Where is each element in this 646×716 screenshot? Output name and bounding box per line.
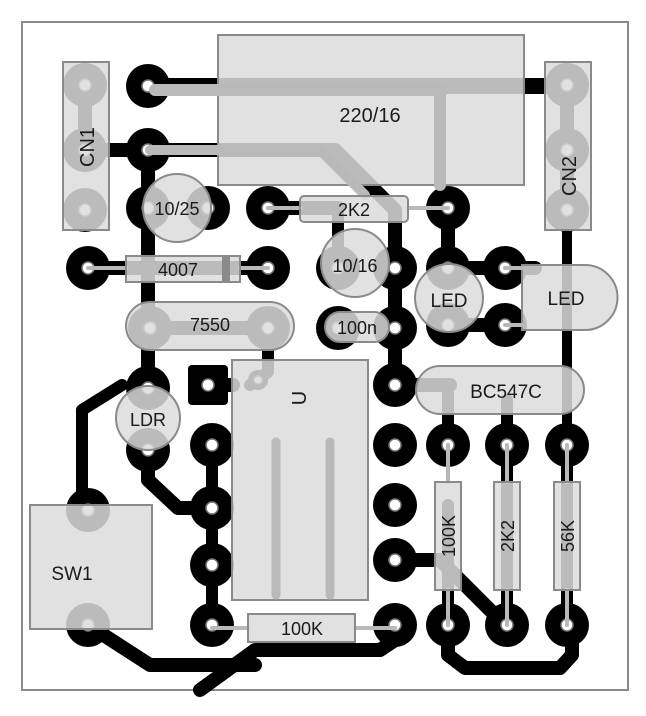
label-regulator: 7550 bbox=[190, 315, 230, 335]
cn2-body bbox=[544, 61, 592, 231]
label-res-100k-bottom: 100K bbox=[281, 619, 323, 639]
res-2k2-top-body bbox=[299, 195, 409, 223]
label-res-100k-v: 100K bbox=[439, 515, 459, 557]
led-right-leads bbox=[503, 266, 524, 327]
pad-hole bbox=[205, 558, 219, 572]
label-transistor: BC547C bbox=[470, 382, 542, 403]
label-led-right: LED bbox=[548, 289, 585, 310]
pad-hole bbox=[201, 378, 215, 392]
pad-hole bbox=[388, 321, 402, 335]
transistor-body bbox=[415, 365, 585, 415]
res-100k-bottom-body bbox=[247, 613, 356, 643]
res-100k-v-body bbox=[434, 481, 462, 591]
ldr-body bbox=[115, 385, 181, 451]
ic-body bbox=[231, 359, 369, 601]
cap-10-25-body bbox=[142, 173, 212, 243]
pad-hole bbox=[388, 261, 402, 275]
pad-hole bbox=[205, 438, 219, 452]
trace-switch-bottom bbox=[81, 618, 262, 672]
label-cap-10-16: 10/16 bbox=[332, 256, 377, 276]
led-right-body bbox=[521, 264, 619, 331]
components: 220/16 CN1 CN2 10/25 2K2 4007 10/16 LED … bbox=[29, 34, 619, 643]
pad-hole bbox=[205, 501, 219, 515]
diode-cathode-band bbox=[222, 256, 230, 282]
cap-10-16-body bbox=[320, 228, 390, 298]
res-2k2-v-body bbox=[493, 481, 521, 591]
cap-100n-body bbox=[324, 311, 390, 343]
pad-hole bbox=[388, 498, 402, 512]
pad-hole bbox=[388, 553, 402, 567]
label-cap-10-25: 10/25 bbox=[154, 199, 199, 219]
cap-220-16-lead bbox=[149, 84, 446, 191]
cap-220-16-body bbox=[217, 34, 525, 186]
diode-body bbox=[125, 255, 241, 283]
label-res-2k2-v: 2K2 bbox=[498, 520, 518, 552]
pad-hole bbox=[388, 378, 402, 392]
pad-hole bbox=[388, 438, 402, 452]
label-res-56k-v: 56K bbox=[558, 520, 578, 552]
label-cap-220-16: 220/16 bbox=[339, 105, 400, 127]
label-cn2: CN2 bbox=[559, 156, 581, 196]
label-cn1: CN1 bbox=[77, 127, 99, 167]
ic-inner-lines bbox=[271, 437, 335, 600]
switch-body bbox=[29, 504, 153, 630]
regulator-body bbox=[125, 301, 295, 351]
label-ldr: LDR bbox=[130, 410, 166, 430]
trace-switch-top bbox=[76, 379, 128, 516]
trace-bottom-right bbox=[441, 618, 579, 675]
cn1-body bbox=[62, 61, 110, 231]
label-ic: U bbox=[289, 391, 311, 405]
label-res-2k2-top: 2K2 bbox=[338, 200, 370, 220]
res-56k-v-body bbox=[553, 481, 581, 591]
label-switch: SW1 bbox=[51, 564, 92, 585]
led-left-body bbox=[414, 263, 484, 333]
label-cap-100n: 100n bbox=[337, 318, 377, 338]
cap-220-16-lead2 bbox=[145, 145, 370, 200]
label-diode: 4007 bbox=[158, 260, 198, 280]
label-led-left: LED bbox=[431, 291, 468, 312]
